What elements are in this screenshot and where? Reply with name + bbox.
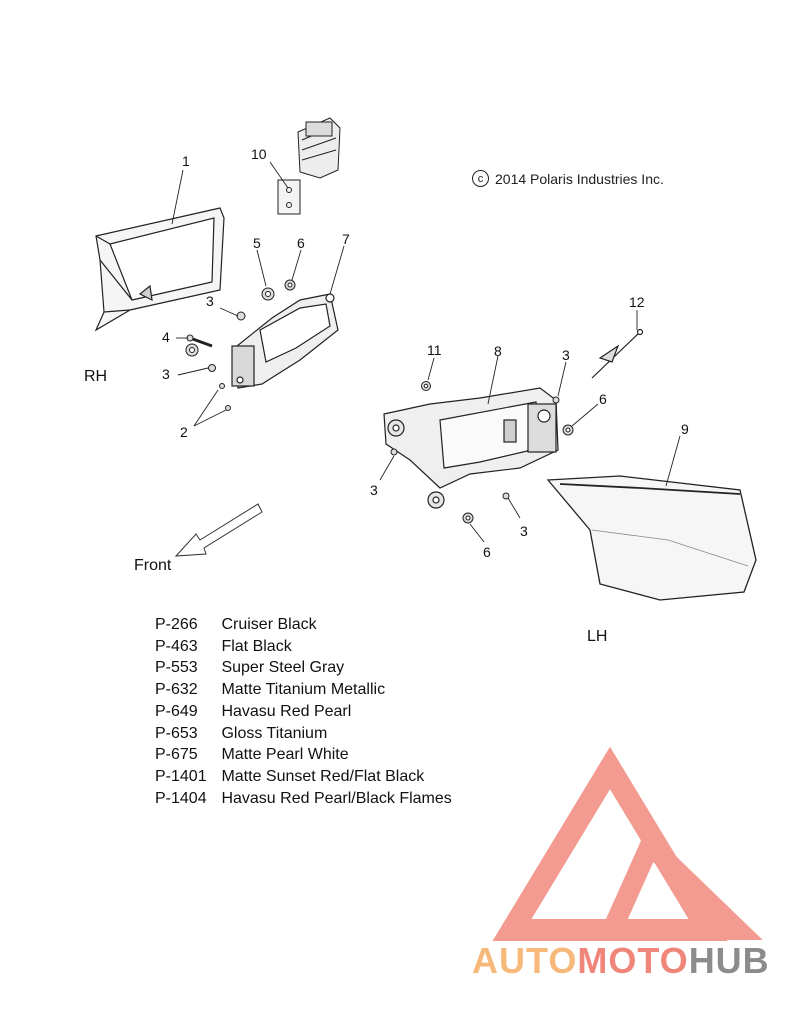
paint-code: P-463	[155, 637, 198, 655]
paint-name: Havasu Red Pearl	[221, 702, 352, 720]
lh-hardware	[390, 381, 574, 524]
paint-name: Super Steel Gray	[221, 659, 345, 677]
part-9-lh-side-cover	[546, 475, 757, 601]
paint-name: Matte Pearl White	[221, 746, 349, 764]
callout-6: 6	[297, 235, 305, 251]
callout-11: 11	[427, 342, 442, 358]
callout-3: 3	[206, 293, 214, 309]
copyright-notice: c 2014 Polaris Industries Inc.	[472, 170, 664, 187]
front-label: Front	[134, 557, 172, 574]
paint-code: P-632	[155, 681, 198, 699]
callout-3: 3	[370, 482, 378, 498]
callout-4: 4	[162, 329, 170, 345]
paint-row: P-675 Matte Pearl White	[155, 744, 452, 766]
paint-code-list: P-266 Cruiser Black P-463 Flat Black P-5…	[155, 614, 452, 809]
paint-name: Matte Titanium Metallic	[221, 681, 386, 699]
watermark-auto: AUTO	[472, 940, 578, 981]
paint-name: Gloss Titanium	[221, 724, 328, 742]
rh-hardware	[185, 279, 296, 411]
paint-code: P-675	[155, 746, 198, 764]
callout-6: 6	[483, 544, 491, 560]
leader-lines	[171, 161, 681, 543]
paint-row: P-1404 Havasu Red Pearl/Black Flames	[155, 788, 452, 810]
callout-7: 7	[342, 231, 350, 247]
paint-name: Flat Black	[221, 637, 292, 655]
paint-row: P-653 Gloss Titanium	[155, 723, 452, 745]
callout-12: 12	[629, 294, 645, 310]
copyright-symbol: c	[472, 170, 489, 187]
callout-5: 5	[253, 235, 261, 251]
paint-name: Matte Sunset Red/Flat Black	[221, 767, 425, 785]
paint-row: P-553 Super Steel Gray	[155, 657, 452, 679]
callout-1: 1	[182, 153, 190, 169]
paint-name: Cruiser Black	[221, 616, 317, 633]
part-7-rh-bracket	[231, 293, 339, 389]
paint-code: P-1401	[155, 767, 207, 785]
paint-code: P-649	[155, 702, 198, 720]
callout-6: 6	[599, 391, 607, 407]
paint-code: P-266	[155, 616, 198, 633]
paint-code: P-553	[155, 659, 198, 677]
paint-code: P-653	[155, 724, 198, 742]
callout-3: 3	[162, 366, 170, 382]
part-10-connector-bracket	[277, 117, 341, 215]
callout-3: 3	[520, 523, 528, 539]
part-12-tie-strap	[591, 328, 644, 379]
part-1-rh-side-cover	[94, 207, 225, 332]
copyright-text: 2014 Polaris Industries Inc.	[495, 170, 664, 187]
paint-row: P-266 Cruiser Black	[155, 614, 452, 636]
paint-name: Havasu Red Pearl/Black Flames	[221, 789, 452, 807]
callout-3: 3	[562, 347, 570, 363]
lh-label: LH	[587, 628, 608, 645]
front-arrow-icon	[174, 503, 263, 557]
callout-2: 2	[180, 424, 188, 440]
callout-10: 10	[251, 146, 267, 162]
watermark-logo-icon	[492, 746, 763, 941]
paint-row: P-649 Havasu Red Pearl	[155, 701, 452, 723]
part-8-lh-bracket	[383, 387, 559, 509]
watermark-hub: HUB	[688, 940, 770, 981]
callout-9: 9	[681, 421, 689, 437]
paint-row: P-632 Matte Titanium Metallic	[155, 679, 452, 701]
rh-label: RH	[84, 368, 108, 385]
watermark-moto: MOTO	[577, 940, 689, 981]
paint-code: P-1404	[155, 789, 207, 807]
watermark-text: AUTOMOTOHUB	[472, 940, 770, 982]
paint-row: P-463 Flat Black	[155, 636, 452, 658]
paint-row: P-1401 Matte Sunset Red/Flat Black	[155, 766, 452, 788]
callout-8: 8	[494, 343, 502, 359]
